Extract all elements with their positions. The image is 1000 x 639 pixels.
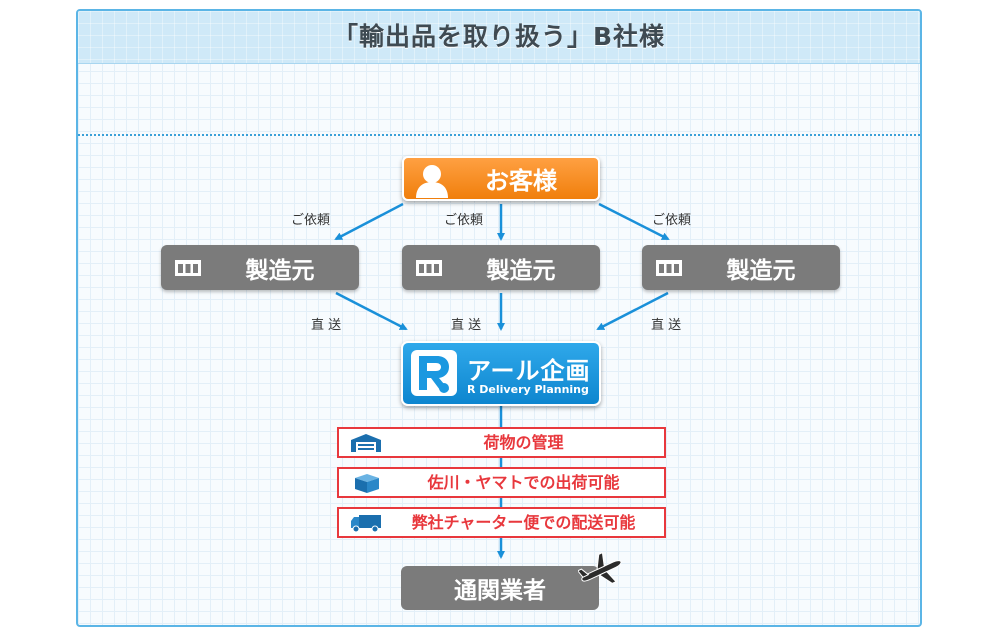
company-name: アール企画 (467, 357, 591, 385)
service-item-storage: 荷物の管理 (337, 427, 666, 458)
service-item-charter: 弊社チャーター便での配送可能 (337, 507, 666, 538)
arrow-customer-to-maker-left (334, 202, 404, 241)
airplane-icon (578, 551, 622, 584)
arrow-customer-to-maker-right (598, 202, 670, 241)
customer-label: お客様 (485, 167, 557, 195)
request-label-center: ご依頼 (444, 213, 484, 228)
maker-box-left: 製造元 (161, 245, 359, 290)
service-label: 佐川・ヤマトでの出荷可能 (427, 473, 620, 492)
r-logo-icon (411, 350, 457, 396)
maker-label: 製造元 (245, 257, 315, 284)
arrow-maker-left-to-company (335, 291, 408, 331)
customs-broker-box: 通関業者 (401, 566, 599, 610)
person-silhouette-icon (416, 165, 448, 198)
parcel-box-icon (355, 474, 379, 493)
direct-label-left: 直 送 (311, 318, 342, 333)
company-subtitle: R Delivery Planning (467, 383, 589, 396)
delivery-truck-icon (351, 515, 381, 533)
request-label-right: ご依頼 (652, 213, 692, 228)
request-label-left: ご依頼 (291, 213, 331, 228)
broker-label: 通関業者 (454, 578, 546, 604)
maker-box-center: 製造元 (402, 245, 600, 290)
arrow-maker-right-to-company (596, 291, 669, 331)
service-item-shipping: 佐川・ヤマトでの出荷可能 (337, 467, 666, 498)
maker-box-right: 製造元 (642, 245, 840, 290)
direct-label-center: 直 送 (451, 318, 482, 333)
company-logo: アール企画 R Delivery Planning (401, 341, 601, 406)
service-label: 弊社チャーター便での配送可能 (411, 513, 636, 532)
page-title: 「輸出品を取り扱う」B社様 (332, 22, 666, 51)
customer-box: お客様 (402, 156, 600, 201)
warehouse-icon (351, 434, 381, 452)
factory-icon (416, 260, 442, 276)
factory-icon (175, 260, 201, 276)
diagram-frame: 「輸出品を取り扱う」B社様 お客様 ご依頼 ご依頼 ご依頼 (76, 9, 922, 627)
direct-label-right: 直 送 (651, 318, 682, 333)
dotted-divider (78, 134, 920, 136)
maker-label: 製造元 (486, 257, 556, 284)
factory-icon (656, 260, 682, 276)
service-label: 荷物の管理 (483, 433, 564, 452)
maker-label: 製造元 (726, 257, 796, 284)
title-bar: 「輸出品を取り扱う」B社様 (78, 11, 920, 64)
